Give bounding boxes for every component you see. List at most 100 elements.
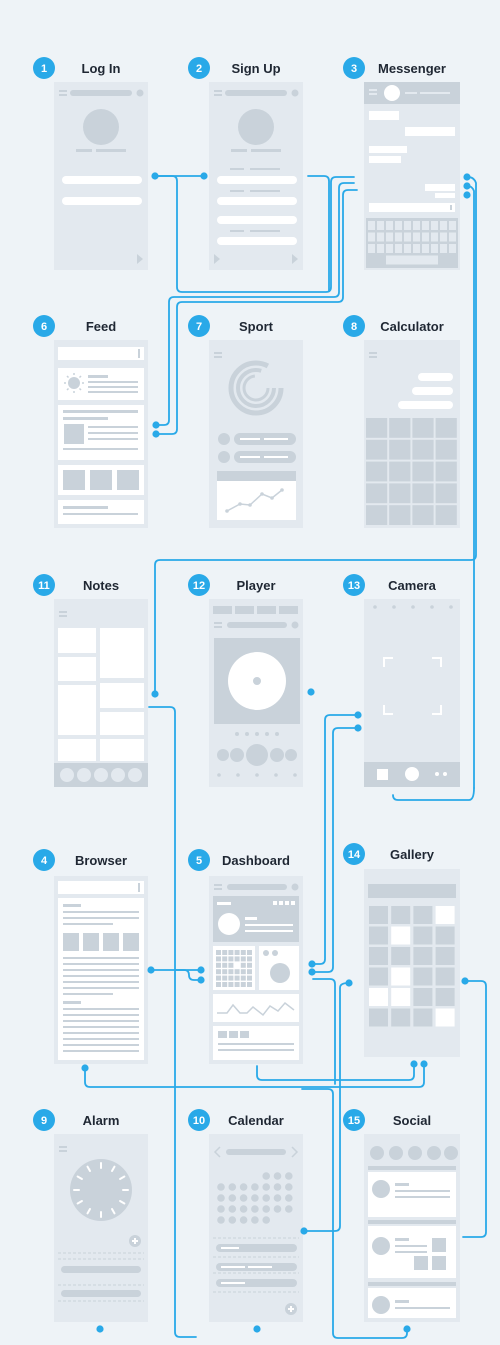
prev-month-icon[interactable] bbox=[213, 1146, 221, 1158]
tab[interactable] bbox=[235, 606, 254, 614]
calendar-day bbox=[285, 1205, 293, 1213]
calendar-cell bbox=[240, 962, 246, 968]
photo-thumbnail bbox=[369, 967, 388, 986]
keyboard-key bbox=[440, 232, 447, 242]
calendar-cell bbox=[222, 975, 228, 981]
keyboard-key bbox=[440, 244, 447, 253]
password-field[interactable] bbox=[62, 197, 142, 205]
text-line bbox=[395, 1300, 409, 1303]
photo-grid[interactable] bbox=[369, 906, 455, 1027]
camera-settings-dots[interactable] bbox=[373, 605, 453, 609]
keyboard-key bbox=[377, 221, 384, 230]
photo-thumbnail bbox=[413, 988, 433, 1006]
stories-row[interactable] bbox=[370, 1146, 458, 1160]
badge-number: 11 bbox=[38, 580, 50, 592]
phone-frame bbox=[364, 599, 460, 787]
photo-thumbnail bbox=[435, 1008, 455, 1027]
event-item[interactable] bbox=[216, 1244, 297, 1252]
text-line bbox=[63, 904, 81, 907]
photo-thumbnail bbox=[435, 926, 455, 945]
photo-thumbnail bbox=[369, 926, 388, 945]
text-line bbox=[63, 911, 139, 913]
connector-login-messenger bbox=[155, 175, 355, 293]
screen-dashboard bbox=[209, 876, 303, 1064]
note-card[interactable] bbox=[100, 739, 144, 761]
calendar-cell bbox=[228, 962, 234, 968]
shuffle-button[interactable] bbox=[217, 749, 229, 761]
next-button[interactable] bbox=[270, 748, 284, 762]
gallery-thumbnail[interactable] bbox=[377, 769, 388, 780]
event-item[interactable] bbox=[216, 1279, 297, 1287]
connector-messenger-camera bbox=[467, 185, 475, 789]
next-month-icon[interactable] bbox=[291, 1146, 299, 1158]
header-sport: 7 Sport bbox=[188, 315, 274, 337]
message-input[interactable] bbox=[369, 203, 455, 212]
list-icon bbox=[240, 1031, 249, 1038]
calendar-cell bbox=[228, 956, 234, 962]
alarm-item[interactable] bbox=[61, 1266, 141, 1273]
email-field[interactable] bbox=[217, 197, 297, 205]
calendar-day bbox=[262, 1205, 271, 1213]
calculator-keypad[interactable] bbox=[366, 418, 457, 525]
calendar-cell bbox=[240, 956, 246, 962]
note-card[interactable] bbox=[100, 628, 144, 678]
note-card[interactable] bbox=[100, 712, 144, 735]
clock-ticks bbox=[73, 1162, 129, 1218]
color-swatches[interactable] bbox=[60, 768, 142, 782]
confirm-field[interactable] bbox=[217, 237, 297, 245]
calendar-cell bbox=[247, 969, 252, 975]
play-button[interactable] bbox=[246, 744, 268, 766]
alarm-item[interactable] bbox=[61, 1290, 141, 1297]
calendar-cell bbox=[222, 969, 228, 975]
cursor bbox=[450, 205, 452, 210]
screen-title: Calculator bbox=[380, 319, 444, 334]
note-card[interactable] bbox=[100, 683, 144, 708]
progress-dots bbox=[235, 732, 279, 736]
note-card[interactable] bbox=[58, 657, 96, 681]
options-dot[interactable] bbox=[435, 772, 439, 776]
name-field[interactable] bbox=[217, 176, 297, 184]
keyboard-key bbox=[449, 221, 456, 230]
photo-thumbnail bbox=[435, 967, 455, 986]
next-arrow-icon[interactable] bbox=[137, 254, 143, 264]
address-bar[interactable] bbox=[58, 881, 144, 894]
trend-points bbox=[225, 488, 284, 513]
calendar-day bbox=[239, 1205, 248, 1213]
calculator-key bbox=[412, 483, 434, 504]
calculator-key bbox=[389, 418, 411, 438]
chart-widget[interactable] bbox=[213, 994, 299, 1022]
menu-icon-line bbox=[214, 356, 222, 358]
password-field[interactable] bbox=[217, 216, 297, 224]
tab[interactable] bbox=[257, 606, 276, 614]
shutter-button[interactable] bbox=[405, 767, 419, 781]
keyboard-key bbox=[404, 221, 411, 230]
keyboard-key bbox=[395, 244, 402, 253]
note-card[interactable] bbox=[58, 628, 96, 653]
keyboard[interactable] bbox=[366, 218, 458, 268]
next-arrow-icon[interactable] bbox=[292, 254, 298, 264]
note-card[interactable] bbox=[58, 685, 96, 735]
menu-icon-line bbox=[369, 93, 377, 95]
post-image bbox=[414, 1256, 428, 1270]
tab[interactable] bbox=[213, 606, 232, 614]
calendar-cell bbox=[234, 969, 240, 975]
post-card[interactable] bbox=[58, 500, 144, 524]
keyboard-key bbox=[386, 244, 393, 253]
card-dots bbox=[273, 901, 295, 905]
repeat-button[interactable] bbox=[285, 749, 297, 761]
text-line bbox=[248, 1266, 272, 1268]
username-field[interactable] bbox=[62, 176, 142, 184]
back-arrow-icon[interactable] bbox=[214, 254, 220, 264]
text-line bbox=[88, 381, 138, 383]
search-bar[interactable] bbox=[58, 347, 144, 360]
header-notes: 11 Notes bbox=[33, 574, 119, 596]
display-line bbox=[418, 373, 453, 381]
options-dot[interactable] bbox=[443, 772, 447, 776]
field-label bbox=[250, 230, 280, 232]
note-card[interactable] bbox=[58, 739, 96, 761]
tab[interactable] bbox=[279, 606, 298, 614]
calendar-days[interactable] bbox=[217, 1172, 293, 1224]
display-line bbox=[412, 387, 453, 395]
previous-button[interactable] bbox=[230, 748, 244, 762]
header-messenger: 3 Messenger bbox=[343, 57, 446, 79]
